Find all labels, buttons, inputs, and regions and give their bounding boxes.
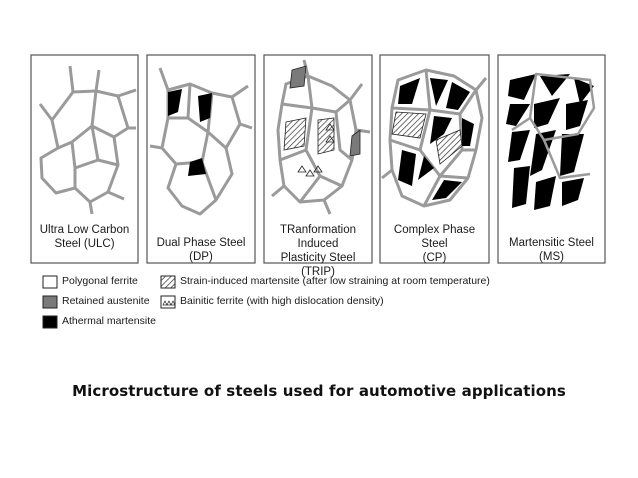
panel-label-cp: Complex Phase Steel (CP)	[393, 224, 476, 264]
panel-label-ms: Martensitic Steel (MS)	[508, 237, 594, 263]
panel-dp	[146, 54, 256, 264]
legend	[42, 275, 176, 329]
panel-trip	[263, 54, 373, 264]
panel-cp	[379, 54, 490, 264]
legend-label-strain-induced: Strain-induced martensite (after low str…	[180, 275, 490, 287]
panel-label-dp: Dual Phase Steel (DP)	[156, 237, 246, 263]
figure-caption: Microstructure of steels used for automo…	[72, 382, 566, 400]
legend-label-austenite: Retained austenite	[62, 295, 150, 307]
ulc-grain-boundaries	[38, 65, 137, 215]
cp-martensite-laths	[398, 78, 474, 200]
panel-label-ulc: Ultra Low Carbon Steel (ULC)	[39, 224, 130, 250]
panel-label-trip: TRanformation Induced Plasticity Steel (…	[279, 224, 357, 278]
legend-label-martensite: Athermal martensite	[62, 315, 156, 327]
legend-swatch-ferrite	[42, 275, 58, 289]
trip-grain-boundaries	[271, 59, 371, 215]
cp-grain-boundaries	[381, 68, 488, 208]
legend-swatch-austenite	[42, 295, 58, 309]
trip-bainitic-ferrite	[297, 123, 335, 177]
cp-strain-induced-martensite	[391, 111, 463, 165]
trip-retained-austenite	[289, 65, 361, 157]
ms-martensite-laths	[506, 74, 594, 210]
legend-label-bainitic: Bainitic ferrite (with high dislocation …	[180, 295, 384, 307]
trip-strain-induced-martensite	[283, 117, 335, 155]
ms-prior-austenite-boundaries	[511, 72, 596, 180]
legend-swatch-bainitic	[160, 295, 176, 309]
legend-swatch-martensite	[42, 315, 58, 329]
legend-swatch-strain-induced	[160, 275, 176, 289]
panel-ms	[497, 54, 606, 264]
legend-label-ferrite: Polygonal ferrite	[62, 275, 138, 287]
panel-ulc	[30, 54, 139, 264]
dp-martensite-islands	[168, 89, 212, 176]
